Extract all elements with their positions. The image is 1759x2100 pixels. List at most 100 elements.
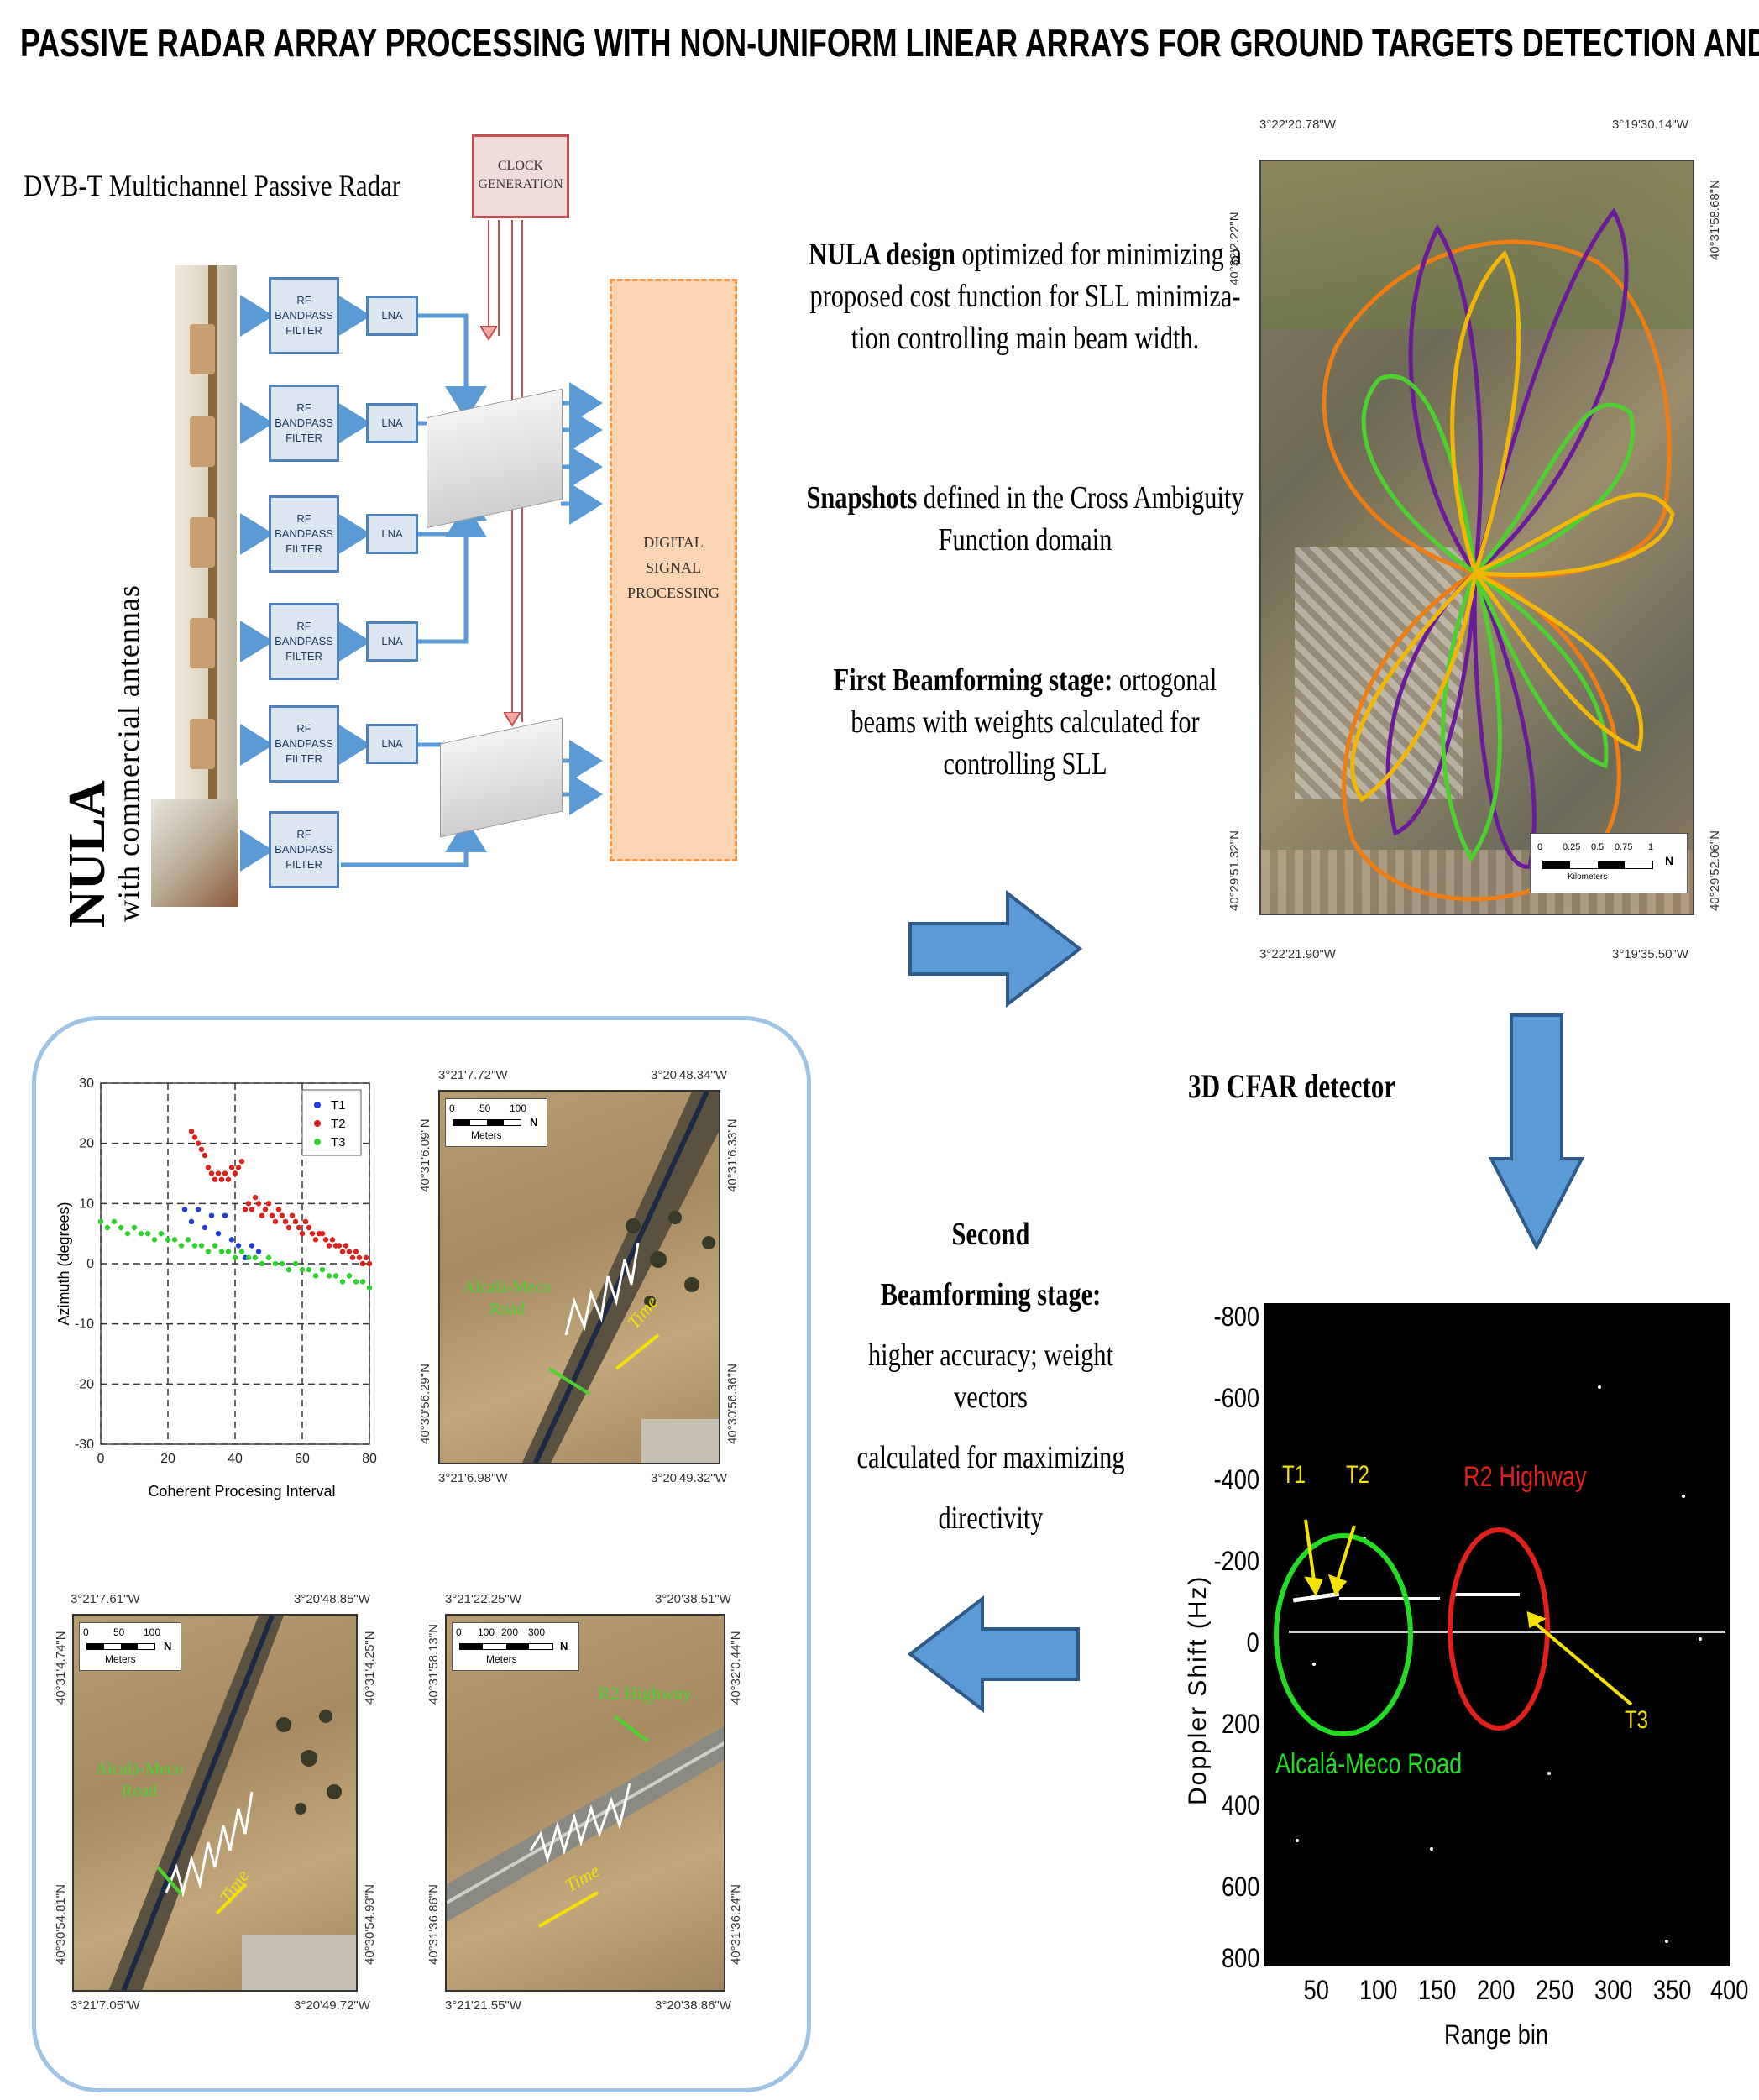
chart-point-t2 xyxy=(282,1218,289,1225)
chart-x-tick: 40 xyxy=(228,1452,243,1466)
y-tick: -800 xyxy=(1213,1301,1259,1332)
chart-point-t2 xyxy=(349,1254,356,1261)
chart-point-t3 xyxy=(245,1254,252,1261)
rf-label: BANDPASS xyxy=(275,416,333,429)
snap-bold: Snapshots xyxy=(806,480,918,516)
chart-point-t3 xyxy=(319,1266,326,1273)
chart-point-t2 xyxy=(188,1129,195,1134)
chart-point-t2 xyxy=(336,1243,343,1249)
chart-point-t2 xyxy=(259,1212,265,1218)
design-line2: proposed cost function for SLL minimiza- xyxy=(809,279,1241,314)
x-tick: 150 xyxy=(1418,1975,1457,2005)
bl-map-tr-coord: 3°20'48.85"W xyxy=(294,1592,370,1606)
second-line4: calculated for maximizing xyxy=(856,1440,1125,1475)
chart-point-t2 xyxy=(359,1260,366,1267)
beam-lobes xyxy=(1322,207,1675,902)
y-tick: 400 xyxy=(1221,1790,1259,1820)
snap-rest: defined in the Cross Ambiguity xyxy=(917,480,1244,516)
chart-y-tick: -10 xyxy=(75,1317,94,1332)
chart-point-t3 xyxy=(326,1273,332,1279)
scale-unit: Meters xyxy=(486,1653,517,1665)
chart-point-t3 xyxy=(191,1243,198,1249)
chart-point-t1 xyxy=(235,1243,242,1249)
mid-map-scalebar: 0 50 100 Meters N xyxy=(445,1098,547,1147)
chart-x-tick: 60 xyxy=(295,1452,310,1466)
north-icon: N xyxy=(164,1640,172,1652)
scale-tick: 0.5 xyxy=(1591,842,1605,852)
br-map-highway-label: R2 Highway xyxy=(598,1683,692,1704)
rf-label: BANDPASS xyxy=(275,309,333,322)
chart-y-tick: -30 xyxy=(75,1438,94,1452)
second-line2: Beamforming stage: xyxy=(880,1277,1102,1312)
chart-y-tick: 0 xyxy=(86,1257,94,1271)
second-line3: higher accuracy; weight vectors xyxy=(867,1338,1114,1415)
chart-xlabel: Coherent Procesing Interval xyxy=(148,1483,335,1500)
chart-point-t2 xyxy=(285,1224,292,1231)
chart-point-t3 xyxy=(198,1243,205,1249)
chart-point-t2 xyxy=(205,1165,212,1170)
doppler-axis-label: Doppler Shift (Hz) xyxy=(1184,1574,1212,1805)
scale-unit: Kilometers xyxy=(1568,872,1608,882)
lna-5: LNA xyxy=(366,724,418,764)
chart-point-t2 xyxy=(279,1212,285,1218)
scale-unit: Meters xyxy=(105,1653,136,1665)
chart-point-t2 xyxy=(312,1237,319,1243)
chart-point-t2 xyxy=(265,1201,272,1207)
y-tick: -400 xyxy=(1213,1464,1259,1495)
chart-point-t2 xyxy=(249,1207,255,1212)
legend-marker xyxy=(314,1120,321,1127)
rf-label: RF xyxy=(296,828,311,841)
scale-tick: 200 xyxy=(501,1626,519,1638)
mid-map-road-label: Alcalá-Meco Road xyxy=(463,1278,552,1318)
chart-point-t3 xyxy=(265,1254,272,1261)
page-title: PASSIVE RADAR ARRAY PROCESSING WITH NON-… xyxy=(20,21,1759,65)
dsp-line: SIGNAL xyxy=(646,559,701,576)
scale-tick: 100 xyxy=(510,1102,527,1114)
br-map-bl-coord: 3°21'21.55"W xyxy=(445,1998,521,2013)
design-bold: NULA design xyxy=(809,237,955,272)
bl-map-tl-coord: 3°21'7.61"W xyxy=(71,1592,140,1606)
scale-tick: 0 xyxy=(449,1102,455,1114)
rf-label: RF xyxy=(296,620,311,632)
rf-label: RF xyxy=(296,722,311,735)
chart-point-t3 xyxy=(138,1230,144,1237)
design-rest: optimized for minimizing a xyxy=(955,237,1242,272)
cfar-label: 3D CFAR detector xyxy=(1188,1067,1396,1105)
chart-point-t3 xyxy=(158,1230,165,1237)
chart-y-tick: 30 xyxy=(79,1076,94,1091)
scale-tick: 100 xyxy=(144,1626,161,1638)
bl-satellite-map: 0 50 100 Meters N Alcalá-Meco Road Time xyxy=(72,1614,358,1992)
rf-label: RF xyxy=(296,512,311,525)
arrow-left xyxy=(907,1595,1080,1713)
design-line3: tion controlling main beam width. xyxy=(851,321,1200,356)
chart-point-t2 xyxy=(262,1207,269,1212)
chart-point-t2 xyxy=(319,1230,326,1237)
chart-point-t3 xyxy=(366,1285,373,1291)
first-beamforming-text: First Beamforming stage: ortogonal beams… xyxy=(719,659,1332,785)
first-rest: ortogonal xyxy=(1112,662,1217,698)
chart-point-t3 xyxy=(238,1249,245,1254)
mid-map-rb-coord: 40°30'56.36"N xyxy=(725,1364,740,1444)
chart-point-t2 xyxy=(198,1146,205,1153)
target-t2-label: T2 xyxy=(1346,1461,1370,1489)
chart-point-t2 xyxy=(272,1218,279,1225)
dsp-line: PROCESSING xyxy=(626,584,720,601)
bl-map-br-coord: 3°20'49.72"W xyxy=(294,1998,370,2013)
chart-point-t1 xyxy=(188,1218,195,1225)
r2-highway-label: R2 Highway xyxy=(1463,1461,1587,1493)
mid-map-tl-coord: 3°21'7.72"W xyxy=(438,1068,508,1082)
scale-tick: 0 xyxy=(456,1626,462,1638)
chart-point-t1 xyxy=(208,1212,215,1218)
topmap-bottom-left-coord: 3°22'21.90"W xyxy=(1259,947,1336,961)
chart-point-t2 xyxy=(255,1201,262,1207)
arrow-down xyxy=(1488,1013,1585,1251)
chart-point-t1 xyxy=(181,1207,188,1212)
scale-tick: 1 xyxy=(1648,842,1654,852)
arrow-right xyxy=(908,890,1083,1008)
chart-point-t2 xyxy=(356,1254,363,1261)
scale-tick: 0.25 xyxy=(1563,842,1581,852)
chart-ylabel: Azimuth (degrees) xyxy=(55,1202,72,1325)
chart-point-t3 xyxy=(131,1224,138,1231)
